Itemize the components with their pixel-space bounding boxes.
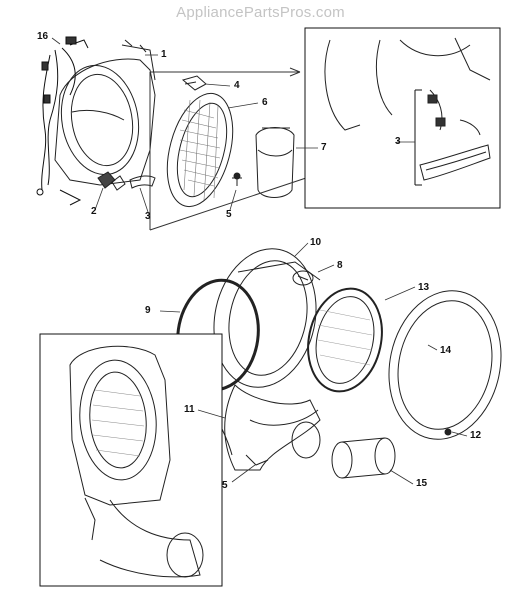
callout-12: 12 bbox=[470, 430, 482, 441]
callout-3: 3 bbox=[145, 211, 151, 222]
watermark: AppliancePartsPros.com bbox=[176, 4, 345, 21]
callout-13: 13 bbox=[418, 282, 430, 293]
callout-3-inset: 3 bbox=[395, 136, 401, 147]
harness-detail-inset bbox=[304, 27, 501, 209]
callout-9: 9 bbox=[145, 305, 151, 316]
diagonal-guide bbox=[149, 169, 331, 231]
callout-5-lower: 5 bbox=[222, 480, 228, 491]
callout-leaders bbox=[51, 37, 468, 485]
assembled-door-inset bbox=[39, 333, 223, 587]
door-clip bbox=[181, 75, 207, 91]
screw bbox=[232, 172, 242, 186]
callout-4: 4 bbox=[234, 80, 240, 91]
latch-parts bbox=[97, 171, 156, 191]
door-glass-cylinder bbox=[331, 437, 396, 479]
detail-bracket bbox=[149, 71, 300, 230]
outer-door-panel bbox=[388, 290, 502, 440]
front-housing-assembly bbox=[54, 39, 156, 186]
inner-door-liner bbox=[166, 92, 234, 208]
wire-harness bbox=[36, 36, 89, 206]
callout-7: 7 bbox=[321, 142, 327, 153]
callout-5: 5 bbox=[226, 209, 232, 220]
callout-8: 8 bbox=[337, 260, 343, 271]
callout-11: 11 bbox=[184, 404, 195, 415]
callout-16: 16 bbox=[37, 31, 49, 42]
door-body bbox=[212, 384, 321, 471]
callout-1: 1 bbox=[161, 49, 167, 60]
hinge-part bbox=[292, 270, 314, 286]
handle-cover bbox=[255, 127, 295, 198]
callout-2: 2 bbox=[91, 206, 97, 217]
callout-10: 10 bbox=[310, 237, 322, 248]
callout-6: 6 bbox=[262, 97, 268, 108]
callout-14: 14 bbox=[440, 345, 452, 356]
callout-15: 15 bbox=[416, 478, 428, 489]
inner-glass-ring bbox=[307, 287, 383, 393]
detail-bracket-arrow bbox=[289, 67, 301, 77]
